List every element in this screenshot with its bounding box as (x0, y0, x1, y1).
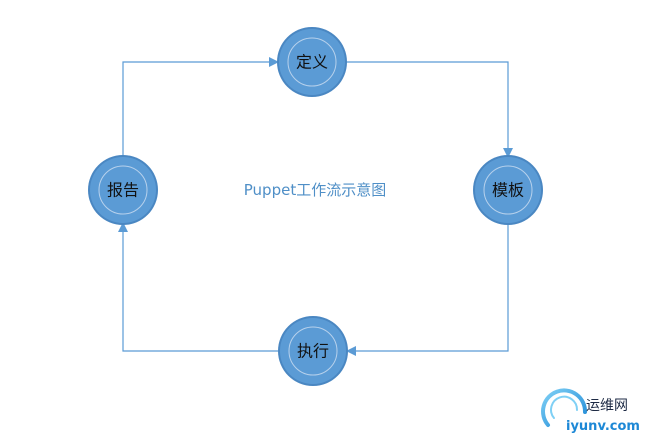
connectors (118, 57, 513, 356)
watermark-cn-text: 运维网 (586, 398, 628, 414)
connector-define-to-template (346, 61, 513, 158)
connector-report-to-define (122, 57, 279, 156)
watermark-logo-icon (541, 388, 588, 427)
node-template: 模板 (473, 155, 543, 225)
node-execute-label: 执行 (297, 342, 329, 361)
connector-execute-to-report (118, 222, 278, 352)
node-report: 报告 (88, 155, 158, 225)
watermark: 运维网 iyunv.com (541, 388, 640, 434)
diagram-title: Puppet工作流示意图 (244, 181, 386, 199)
node-define: 定义 (277, 27, 347, 97)
node-execute: 执行 (278, 316, 348, 386)
connector-template-to-execute (346, 224, 509, 356)
node-template-label: 模板 (492, 181, 524, 200)
node-report-label: 报告 (107, 181, 139, 200)
watermark-url-text: iyunv.com (566, 419, 640, 434)
node-define-label: 定义 (296, 53, 328, 72)
